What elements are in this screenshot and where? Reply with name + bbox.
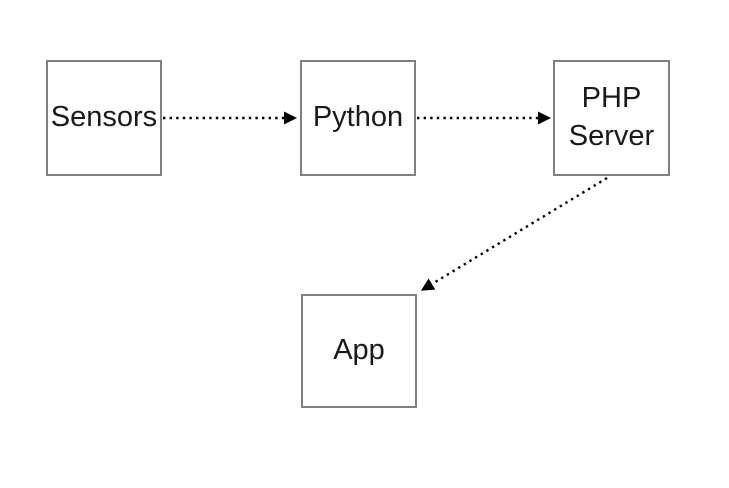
node-python-label: Python [312,101,404,134]
node-sensors-label: Sensors [50,101,158,134]
node-php-server-label: PHP Server [568,82,655,152]
node-python: Python [300,60,416,176]
node-app-label: App [333,334,385,367]
node-app: App [301,294,417,408]
node-sensors: Sensors [46,60,162,176]
edge-php-server-to-app [420,176,608,291]
node-php-server: PHP Server [553,60,670,176]
